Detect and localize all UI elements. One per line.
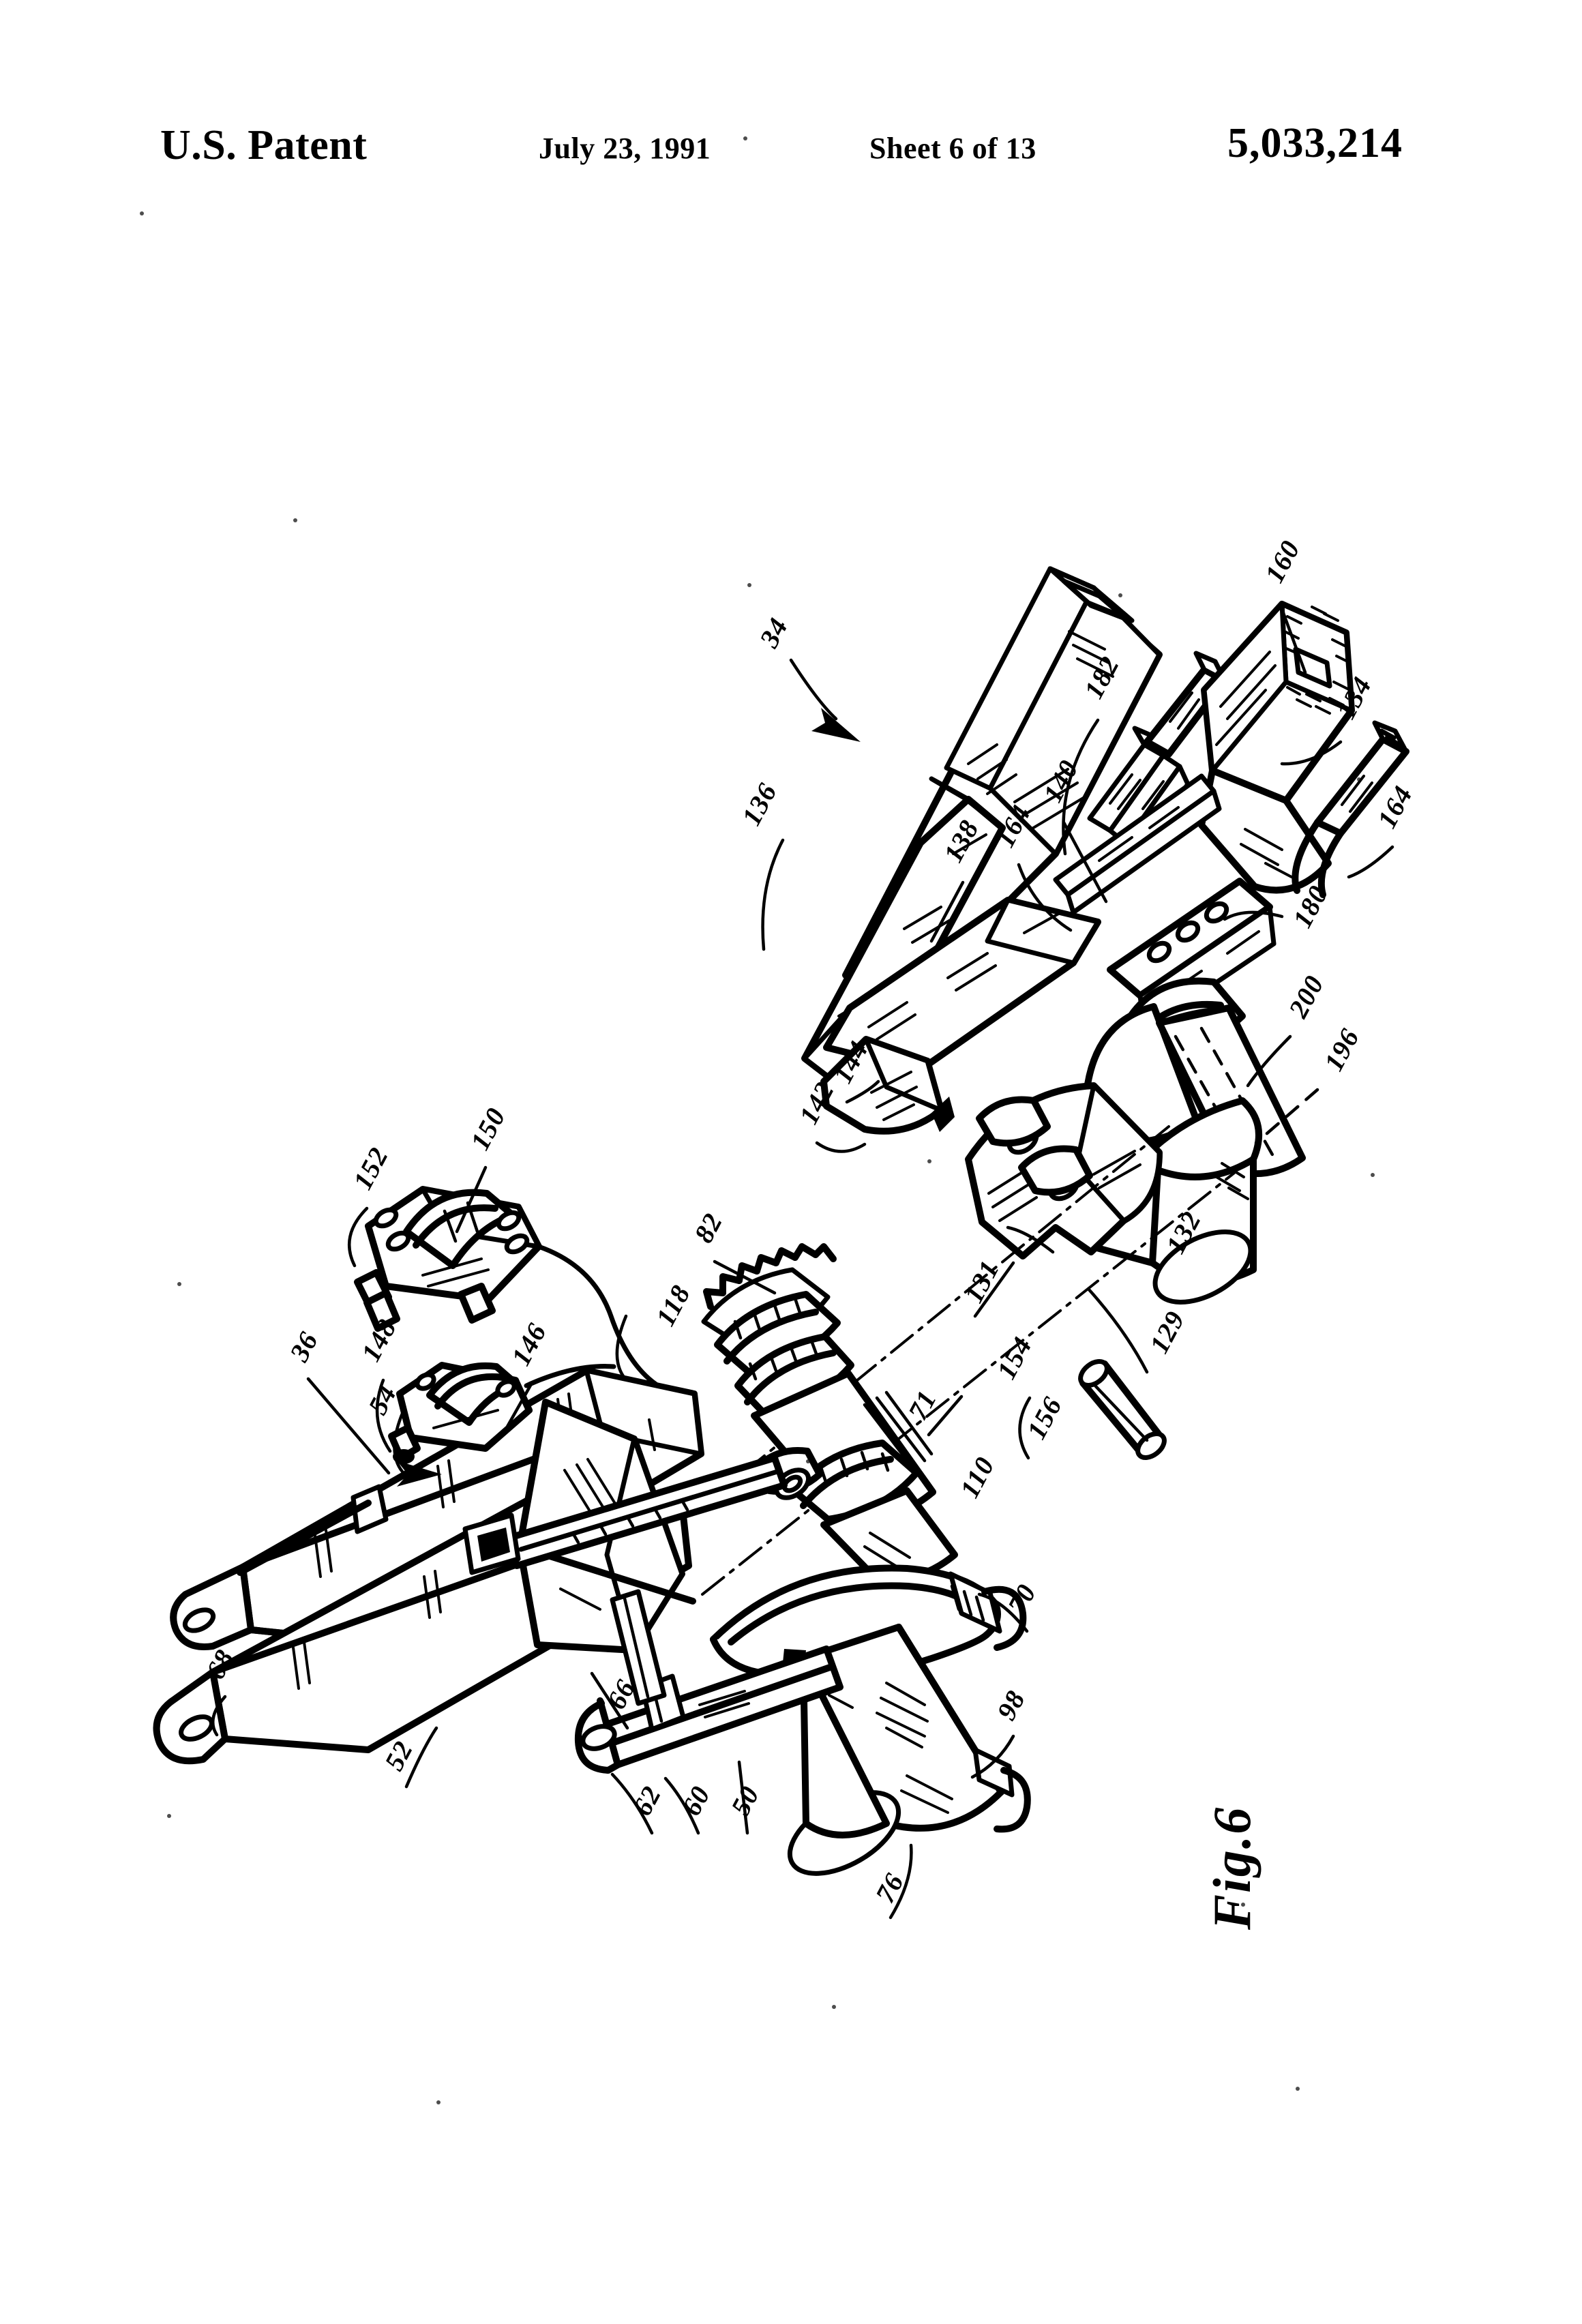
scan-speck — [927, 1159, 931, 1163]
scan-speck — [747, 583, 751, 587]
scan-speck — [806, 1459, 810, 1463]
scan-speck — [1241, 1903, 1245, 1907]
scan-speck — [1371, 1173, 1375, 1177]
scan-speck — [436, 2100, 441, 2104]
scan-speck — [832, 2005, 836, 2009]
axis-centerline-154 — [701, 1172, 1236, 1596]
hinge-strip-182 — [1053, 773, 1222, 915]
yoke-bracket-132 — [965, 1082, 1163, 1260]
hose-146 — [524, 1364, 616, 1388]
nose-piece-142 — [820, 1036, 955, 1135]
scan-speck — [1357, 777, 1361, 781]
figure-caption: Fig.6 — [1202, 1806, 1262, 1930]
saddle-clamp-150 — [354, 1186, 542, 1332]
pin-156 — [1078, 1359, 1167, 1460]
callout-arrow-34 — [789, 658, 861, 742]
axis-centerline-131 — [742, 1125, 1170, 1474]
spline-shaft-82 — [701, 1243, 958, 1583]
scan-speck — [293, 518, 297, 522]
linkage-rod-71 — [462, 1455, 788, 1575]
hose-118 — [536, 1244, 659, 1387]
motor-76 — [787, 1624, 1031, 1876]
scan-speck — [743, 136, 747, 140]
scan-speck — [167, 1814, 171, 1818]
sheet-number-label: Sheet 6 of 13 — [869, 132, 1036, 165]
saddle-clamp-146 — [388, 1362, 533, 1464]
connector-plate-36 — [237, 1484, 389, 1576]
cross-tube-50 — [574, 1645, 844, 1774]
scan-speck — [1296, 2087, 1300, 2091]
leader-lines — [211, 604, 1394, 1920]
patent-header: U.S. Patent July 23, 1991 Sheet 6 of 13 … — [0, 0, 1582, 205]
strut-62 — [610, 1589, 667, 1706]
patent-number-label: 5,033,214 — [1227, 120, 1403, 166]
patent-office-label: U.S. Patent — [160, 122, 368, 168]
patent-issue-date: July 23, 1991 — [539, 132, 711, 165]
guide-rail-164-right — [1292, 720, 1409, 898]
rotor-shaft-200 — [1082, 977, 1306, 1305]
scan-speck — [1118, 593, 1122, 597]
scan-speck — [177, 1282, 181, 1286]
scan-speck — [140, 211, 144, 215]
